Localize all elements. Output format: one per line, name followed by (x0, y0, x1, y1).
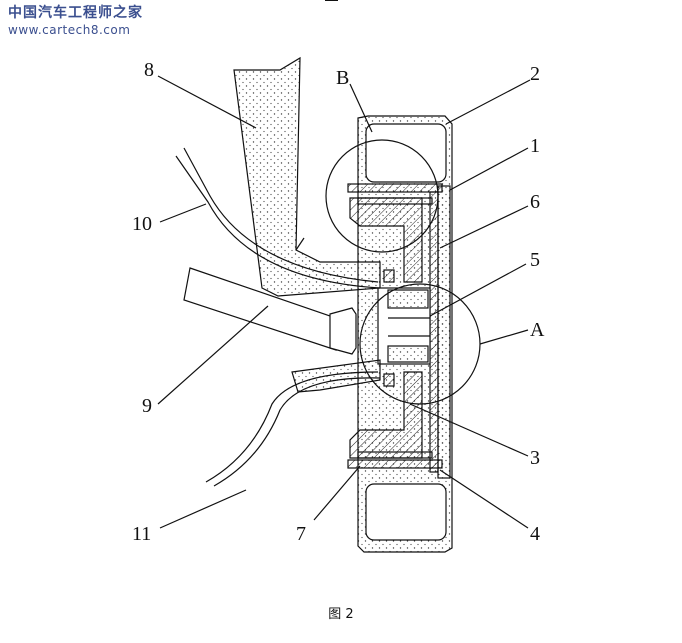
leader-6 (439, 205, 529, 249)
suspension-arm-outline (295, 237, 305, 251)
cv-joint (329, 307, 357, 355)
leader-8 (157, 75, 257, 129)
label-6: 6 (530, 191, 540, 213)
figure-caption: 图 2 (328, 607, 354, 622)
leader-9 (157, 305, 269, 405)
detail-circle-b (325, 139, 439, 253)
label-11: 11 (132, 523, 151, 545)
rim-bottom-band (347, 459, 443, 469)
label-8: 8 (144, 59, 154, 81)
label-4: 4 (530, 523, 540, 545)
leader-7 (313, 465, 361, 521)
label-7: 7 (296, 523, 306, 545)
label-2: 2 (530, 63, 540, 85)
tire-lower-cavity (365, 483, 447, 541)
suspension-arm (233, 56, 381, 297)
cable-lower (213, 377, 381, 487)
label-10: 10 (132, 213, 152, 235)
sensor-upper (383, 269, 395, 283)
hub-lower (387, 345, 429, 363)
cable-upper-alt (183, 147, 379, 283)
lower-arm (291, 359, 381, 393)
tire-upper-cavity (365, 123, 447, 183)
leader-11 (159, 489, 247, 529)
lower-magnet-strip (357, 451, 433, 459)
upper-magnet-strip (357, 197, 433, 205)
watermark: 中国汽车工程师之家 www.cartech8.com (8, 4, 143, 38)
leader-2 (445, 79, 531, 125)
label-1: 1 (530, 135, 540, 157)
leader-10 (159, 203, 207, 223)
rim-inner-plate (429, 191, 439, 473)
leader-5 (429, 263, 527, 317)
label-9: 9 (142, 395, 152, 417)
rotor-lower (349, 371, 423, 459)
label-3: 3 (530, 447, 540, 469)
rim-outer-plate (437, 185, 451, 479)
cable-upper (175, 155, 381, 289)
rim-top-band (347, 183, 443, 193)
leader-b (349, 83, 373, 133)
label-a: A (530, 319, 545, 341)
cable-lower-alt (205, 371, 379, 483)
hub-upper (387, 289, 429, 309)
leader-a (479, 329, 529, 345)
watermark-url: www.cartech8.com (8, 23, 131, 37)
leader-3 (409, 403, 529, 457)
label-b: B (336, 67, 349, 89)
leader-1 (449, 147, 529, 191)
sensor-lower (383, 373, 395, 387)
rotor-upper (349, 197, 423, 283)
watermark-site-name: 中国汽车工程师之家 (8, 5, 143, 21)
label-5: 5 (530, 249, 540, 271)
leader-4 (439, 469, 529, 529)
